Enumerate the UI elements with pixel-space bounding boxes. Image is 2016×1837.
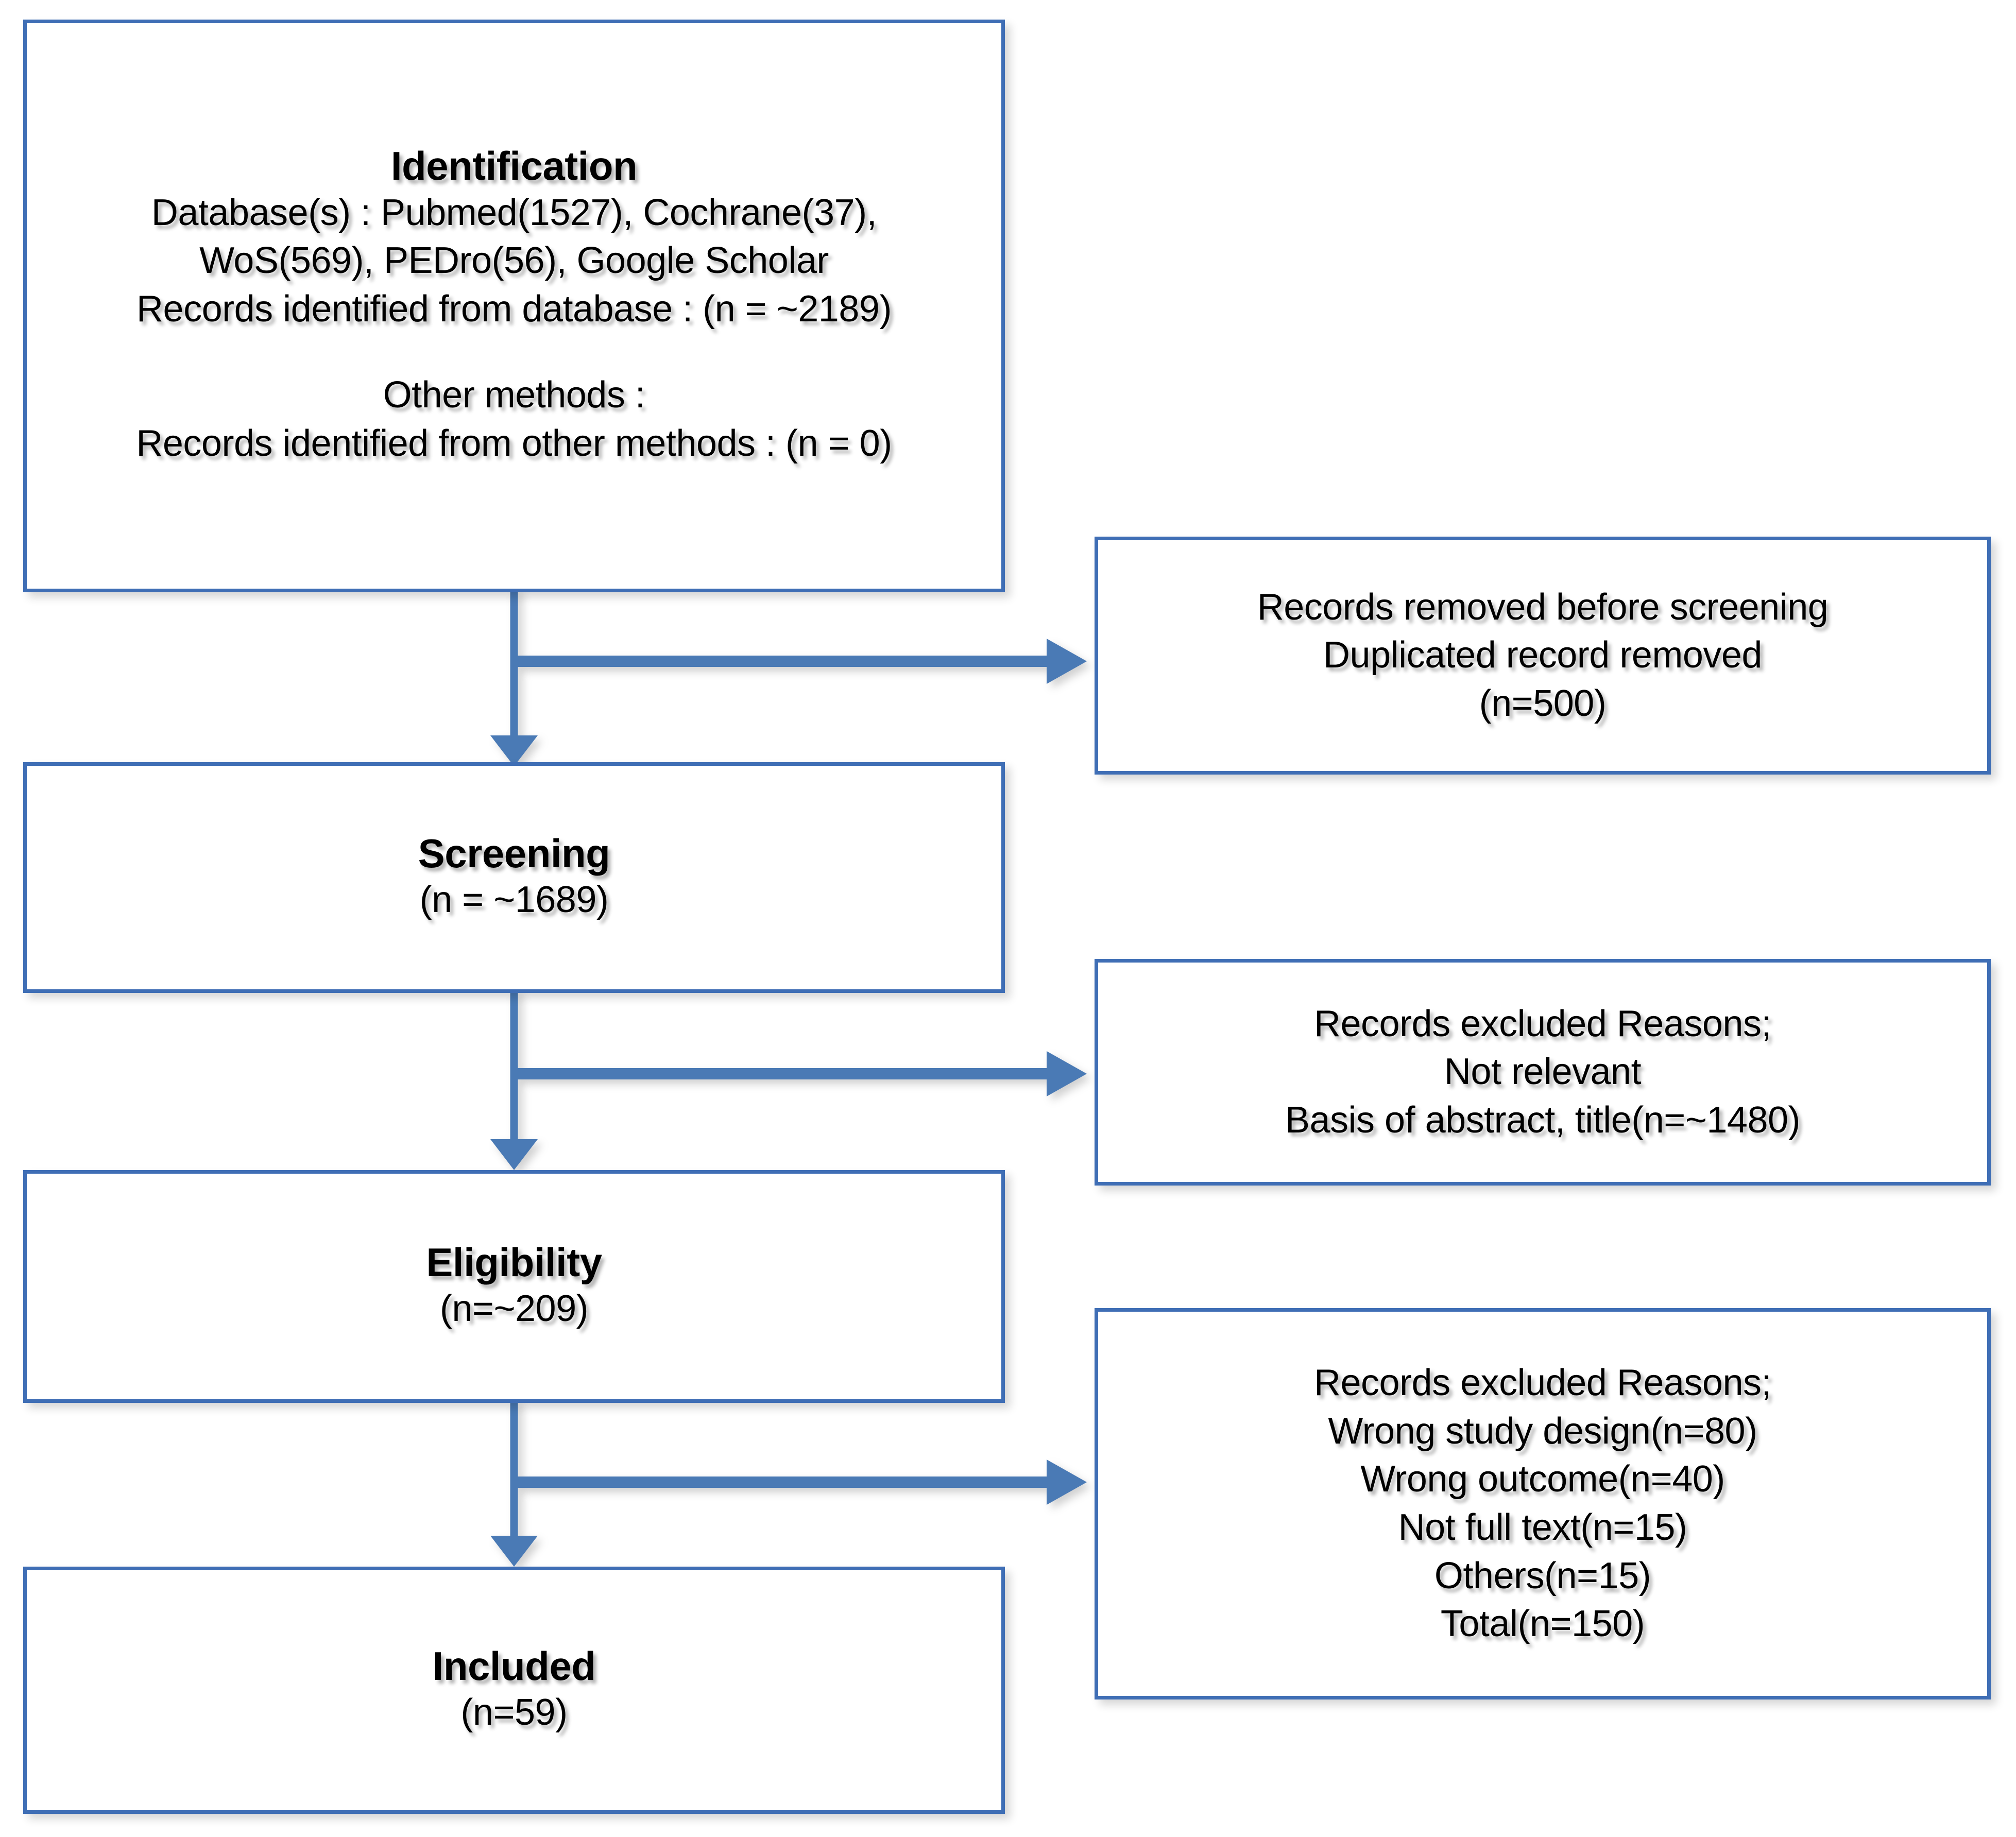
identification-records-from-other-methods: Records identified from other methods : … (136, 423, 892, 465)
eligibility-content: Eligibility (n=~209) (426, 1240, 602, 1333)
eligibility-excluded-reason-wrong-outcome: Wrong outcome(n=40) (1360, 1458, 1725, 1500)
stage-box-identification: Identification Database(s) : Pubmed(1527… (23, 20, 1005, 592)
included-content: Included (n=59) (432, 1643, 596, 1737)
screening-count: (n = ~1689) (419, 879, 609, 920)
exclusion-box-removed-before-screening: Records removed before screening Duplica… (1095, 537, 1991, 775)
screening-heading: Screening (418, 830, 610, 876)
included-heading: Included (432, 1643, 596, 1689)
removed-before-screening-line-1: Records removed before screening (1257, 586, 1829, 628)
identification-content: Identification Database(s) : Pubmed(1527… (136, 143, 892, 468)
eligibility-excluded-reason-others: Others(n=15) (1434, 1555, 1651, 1596)
identification-other-methods-label: Other methods : (383, 374, 645, 416)
eligibility-count: (n=~209) (439, 1287, 589, 1329)
eligibility-excluded-total: Total(n=150) (1440, 1603, 1645, 1645)
connector-screening (0, 989, 1133, 1179)
included-count: (n=59) (460, 1691, 568, 1733)
eligibility-excluded-reason-wrong-study-design: Wrong study design(n=80) (1328, 1410, 1757, 1452)
removed-before-screening-count: (n=500) (1479, 682, 1607, 724)
identification-databases-line-2: WoS(569), PEDro(56), Google Scholar (199, 240, 829, 282)
identification-heading: Identification (390, 143, 638, 189)
stage-box-included: Included (n=59) (23, 1567, 1005, 1814)
screening-excluded-reason-abstract-title: Basis of abstract, title(n=~1480) (1285, 1099, 1801, 1141)
removed-before-screening-content: Records removed before screening Duplica… (1257, 583, 1829, 728)
removed-before-screening-line-2: Duplicated record removed (1323, 634, 1762, 676)
eligibility-excluded-reasons-label: Records excluded Reasons; (1314, 1362, 1772, 1404)
screening-content: Screening (n = ~1689) (418, 831, 610, 924)
eligibility-excluded-content: Records excluded Reasons; Wrong study de… (1314, 1359, 1772, 1649)
identification-databases-line-1: Database(s) : Pubmed(1527), Cochrane(37)… (151, 192, 877, 233)
screening-excluded-content: Records excluded Reasons; Not relevant B… (1285, 1000, 1801, 1145)
connector-identification (0, 587, 1133, 772)
eligibility-excluded-reason-not-full-text: Not full text(n=15) (1398, 1507, 1687, 1548)
exclusion-box-eligibility-excluded: Records excluded Reasons; Wrong study de… (1095, 1308, 1991, 1699)
connector-eligibility (0, 1399, 1133, 1574)
stage-box-eligibility: Eligibility (n=~209) (23, 1170, 1005, 1403)
identification-records-from-database: Records identified from database : (n = … (136, 288, 892, 330)
stage-box-screening: Screening (n = ~1689) (23, 762, 1005, 993)
screening-excluded-reasons-label: Records excluded Reasons; (1313, 1003, 1772, 1044)
eligibility-heading: Eligibility (426, 1239, 602, 1285)
screening-excluded-reason-not-relevant: Not relevant (1444, 1051, 1642, 1093)
exclusion-box-screening-excluded: Records excluded Reasons; Not relevant B… (1095, 959, 1991, 1186)
